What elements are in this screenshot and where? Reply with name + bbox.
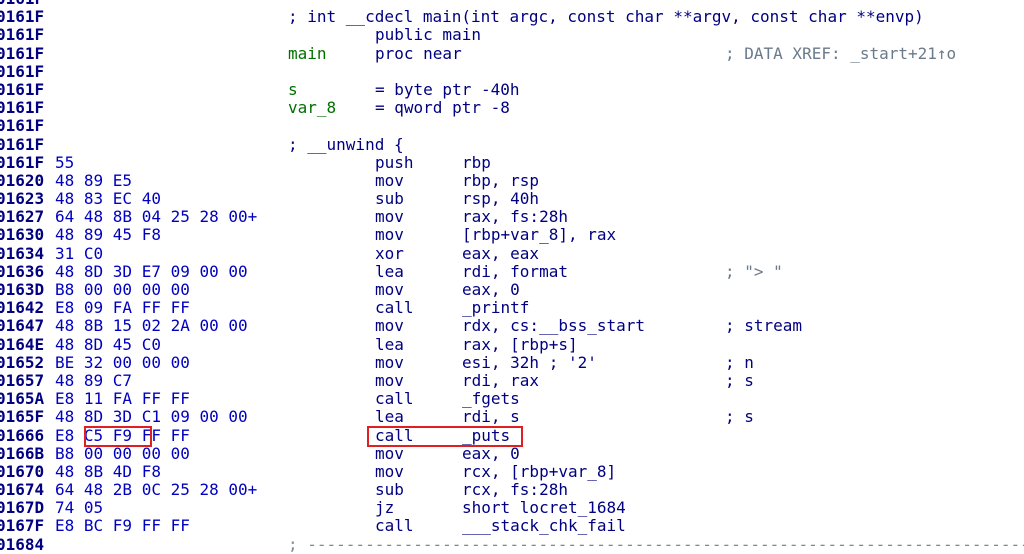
stack-var-s[interactable]: s <box>288 79 298 99</box>
call-target-puts[interactable]: _puts <box>462 425 511 445</box>
unwind-comment: ; __unwind { <box>288 134 404 154</box>
jump-target-locret[interactable]: short locret_1684 <box>462 498 626 518</box>
call-target-fgets[interactable]: _fgets <box>462 389 520 409</box>
highlight-box-instruction <box>367 426 523 447</box>
listing-row[interactable]: 0161F <box>0 116 45 136</box>
listing-row[interactable]: 0161F; __unwind { <box>0 134 404 154</box>
label-main[interactable]: main <box>288 43 327 63</box>
function-signature-comment: ; int __cdecl main(int argc, const char … <box>288 7 924 27</box>
separator-line: ; --------------------------------------… <box>288 534 1024 554</box>
listing-row[interactable]: 0161F; int __cdecl main(int argc, const … <box>0 7 924 27</box>
listing-row[interactable]: 01684; ---------------------------------… <box>0 534 1024 554</box>
xref-comment[interactable]: ; DATA XREF: _start+21↑o <box>725 43 957 63</box>
call-target-stack-chk-fail[interactable]: ___stack_chk_fail <box>462 516 626 536</box>
call-target-printf[interactable]: _printf <box>462 298 530 318</box>
listing-row[interactable]: 0161F <box>0 61 45 81</box>
stack-var-var8[interactable]: var_8 <box>288 98 337 118</box>
listing-row[interactable]: 0161F <box>0 0 1024 8</box>
highlight-box-bytes <box>84 426 152 447</box>
